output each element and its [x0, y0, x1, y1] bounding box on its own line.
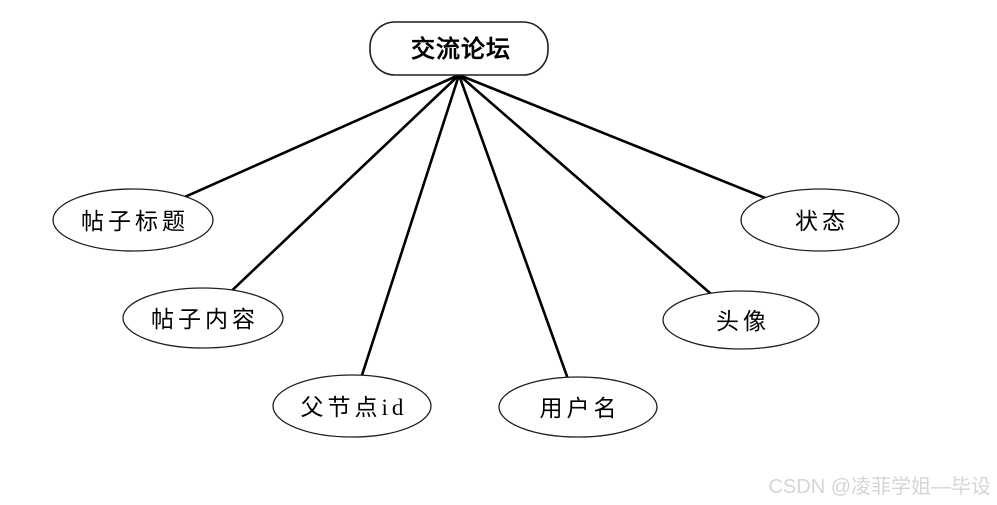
- attribute-node-label: 头像: [716, 309, 770, 334]
- connector-line-username: [457, 74, 580, 408]
- attribute-node-username: 用户名: [498, 376, 658, 438]
- attribute-node-label: 状态: [795, 209, 849, 234]
- attribute-node-shape: [122, 287, 284, 349]
- attribute-node-status: 状态: [740, 188, 900, 252]
- connector-line-avatar: [458, 74, 742, 321]
- attribute-node-label: 帖子内容: [151, 307, 259, 332]
- attribute-node-avatar: 头像: [662, 290, 820, 350]
- attribute-node-shape: [740, 188, 900, 252]
- attribute-node-shape: [662, 290, 820, 350]
- attribute-node-post-title: 帖子标题: [52, 188, 214, 252]
- connector-line-status: [458, 73, 821, 222]
- entity-node-label: 交流论坛: [411, 35, 511, 63]
- attribute-node-post-content: 帖子内容: [122, 287, 284, 349]
- connector-line-parent-id: [350, 74, 461, 407]
- attribute-node-shape: [498, 376, 658, 438]
- attribute-node-shape: [52, 188, 214, 252]
- entity-node-forum: 交流论坛: [369, 21, 549, 76]
- connector-line-post-content: [202, 74, 460, 319]
- connector-lines: [132, 73, 821, 408]
- connector-line-post-title: [132, 73, 460, 222]
- attribute-node-label: 用户名: [540, 396, 621, 421]
- attribute-node-label: 父节点id: [301, 395, 408, 420]
- watermark-text: CSDN @凌菲学姐—毕设: [768, 476, 991, 498]
- attribute-node-shape: [272, 374, 432, 438]
- attribute-node-parent-id: 父节点id: [272, 374, 432, 438]
- attribute-node-label: 帖子标题: [81, 209, 189, 234]
- entity-node-shape: [369, 21, 549, 76]
